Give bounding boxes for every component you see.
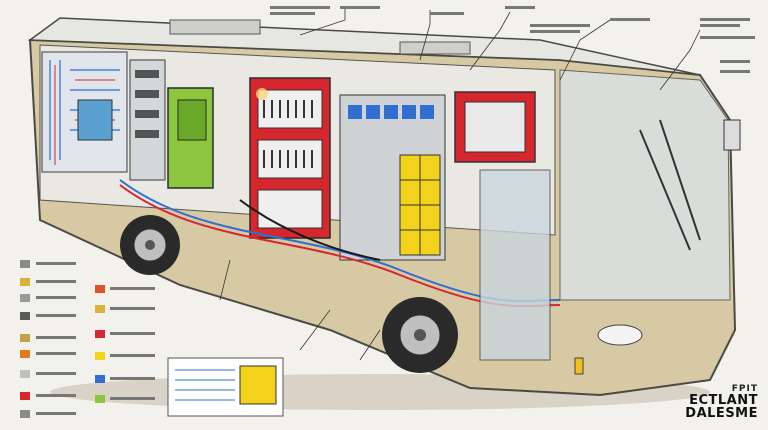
front-windshield [559,69,731,301]
green-panel-inset [177,99,207,141]
front-wheel [382,297,458,373]
rack-module-blue [77,99,113,141]
brand-line-3: DALESME [685,406,758,421]
indicator-light [574,357,584,375]
breaker-rows [263,100,313,168]
spark-glow [256,88,268,100]
mid-panel-modules [348,105,434,119]
rack-wiring [49,60,120,160]
schematic-lines [175,369,235,401]
entry-door [479,169,551,361]
brand-line-1: FPIT [731,384,758,394]
roof-vent [399,41,471,55]
top-callout-text-blocks [270,6,755,73]
headlight [597,324,643,346]
center-legend [95,285,155,403]
callout-leader-lines [219,8,701,361]
left-legend [20,260,76,418]
rack-panel-2 [129,59,166,181]
brand-line-2: ECTLANT [689,393,758,408]
fuse-dividers [400,155,440,255]
rack-2-components [135,70,159,138]
rear-wheel [120,215,180,275]
roof-unit [169,19,261,35]
side-mirror [723,119,741,151]
front-relay-inset [464,101,526,153]
wiper-blades [639,119,701,251]
schematic-component [239,365,277,405]
brand-logo: FPIT ECTLANT DALESME [685,384,758,421]
cabinet-breakers-3 [257,189,323,229]
